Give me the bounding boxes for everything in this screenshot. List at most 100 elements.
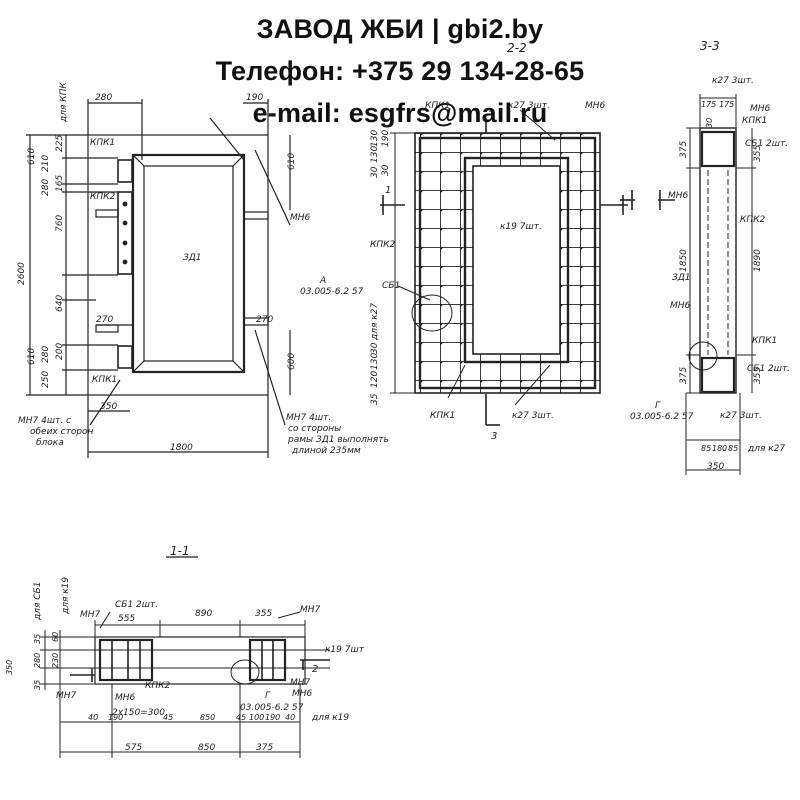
dim-v35b: 35 <box>33 680 42 690</box>
anchor-mn7-left-bottom <box>95 324 119 333</box>
dim-v35: 35 <box>370 393 380 405</box>
node-a-circle <box>411 294 453 332</box>
label-mn6-b: МН6 <box>115 693 136 703</box>
label-k27-top: к27 3шт. <box>508 101 550 111</box>
label-mn7-left: МН7 <box>80 610 101 620</box>
label-kpk2: КПК2 <box>90 192 116 202</box>
dim-v30b: 30 <box>381 164 391 176</box>
cage-inner-frame <box>463 156 570 364</box>
label-for-k27: для к27 <box>747 444 785 454</box>
dim-t890: 890 <box>195 609 212 619</box>
dim-w350: 350 <box>100 402 117 412</box>
dim-v375b: 375 <box>679 367 689 384</box>
label-sb1-top: СБ1 2шт. <box>745 139 788 149</box>
embed-plate-kpk1-top <box>117 159 133 183</box>
label-kpk1-bottom: КПК1 <box>430 411 455 421</box>
dim-c375: 375 <box>256 743 273 753</box>
label-kpk1-bottom: КПК1 <box>92 375 117 385</box>
label-node-g: Г <box>265 691 271 701</box>
dim-b350: 350 <box>707 462 724 472</box>
note-right-4: длиной 235мм <box>291 446 361 456</box>
cage-outer-frame <box>418 136 597 390</box>
anchor-mn6-right-top <box>243 211 269 220</box>
label-kpk1-bottom: КПК1 <box>752 336 777 346</box>
label-sb1: СБ1 <box>382 281 400 291</box>
dim-h280a: 280 <box>41 179 51 196</box>
embed-plate-kpk1-bottom <box>117 345 133 369</box>
dim-t30: 30 <box>705 118 714 128</box>
title-3-3: 3-3 <box>700 39 720 53</box>
label-mn7-b2: МН7 <box>290 678 311 688</box>
dim-w270a: 270 <box>96 315 113 325</box>
dim-h210a: 210 <box>41 155 51 172</box>
label-sb1-count: СБ1 2шт. <box>115 600 158 610</box>
label-kpk1-top: КПК1 <box>742 116 767 126</box>
header-email: e-mail: esgfrs@mail.ru <box>252 98 548 128</box>
dim-h280b: 280 <box>41 346 51 363</box>
title-1-1: 1-1 <box>170 544 190 558</box>
label-mn6: МН6 <box>290 213 311 223</box>
cut-3-bottom: 3 <box>491 431 497 442</box>
node-g-circle <box>230 659 260 685</box>
cage-outline <box>414 132 601 394</box>
dim-v35a: 35 <box>33 634 42 644</box>
dim-b190b: 190 <box>265 713 280 722</box>
label-node-g-ref: 03.005-6.2 57 <box>240 703 304 713</box>
dim-v355a: 355 <box>753 145 763 162</box>
label-for-kpk: для КПК <box>59 82 69 123</box>
section-1-1-text: 1-1 для СБ1 для к19 35 60 350 280 230 35… <box>5 544 365 753</box>
label-mn6-b2: МН6 <box>292 689 313 699</box>
dim-t175a: 175 <box>701 100 716 109</box>
dim-c575: 575 <box>125 743 142 753</box>
label-for-k19: для к19 <box>311 713 349 723</box>
label-sb1-bottom: СБ1 2шт. <box>747 364 790 374</box>
dim-b40b: 40 <box>285 713 295 722</box>
label-k27-top: к27 3шт. <box>712 76 754 86</box>
dim-h250: 250 <box>41 371 51 388</box>
label-k27-bottom: к27 3шт. <box>512 411 554 421</box>
label-k27-bottom: к27 3шт. <box>720 411 762 421</box>
section-2-2-text: 2-2 3 1 КПК1 к27 3шт. МН6 к19 7шт. КПК2 … <box>300 41 606 442</box>
dim-h165: 165 <box>55 175 65 192</box>
side-top-cage <box>700 130 736 168</box>
label-mn7-b1: МН7 <box>56 691 77 701</box>
label-k19: к19 7шт <box>325 645 365 655</box>
label-mn6-low: МН6 <box>670 301 691 311</box>
frame-zd1-outer <box>131 153 246 374</box>
label-kpk2-b: КПК2 <box>145 681 171 691</box>
anchor-mn6-right-bottom <box>243 317 269 326</box>
dim-v190: 190 <box>381 130 391 147</box>
dim-v130a: 130 <box>370 146 380 163</box>
block-outline <box>87 134 269 396</box>
label-step: 2х150=300 <box>112 708 165 718</box>
front-view <box>26 99 291 458</box>
dim-h610b: 610 <box>27 348 37 365</box>
dim-v375a: 375 <box>679 141 689 158</box>
dim-h610: 610 <box>27 148 37 165</box>
section-3-3 <box>620 94 756 475</box>
header-title: ЗАВОД ЖБИ | gbi2.by <box>256 14 544 44</box>
dim-h760: 760 <box>55 215 65 232</box>
label-zd1: ЗД1 <box>672 273 691 283</box>
note-left-1: МН7 4шт. с <box>18 416 71 426</box>
dim-b180: 180 <box>712 444 727 453</box>
dim-t555: 555 <box>118 614 135 624</box>
dim-v1890: 1890 <box>753 249 763 272</box>
dim-v30a: 30 <box>370 166 380 178</box>
side-bottom-cage <box>700 356 736 394</box>
dim-v280: 280 <box>33 653 42 668</box>
dim-c850: 850 <box>198 743 215 753</box>
note-right-3: рамы ЗД1 выполнять <box>287 435 389 445</box>
dim-h610c: 610 <box>287 153 297 170</box>
label-kpk2: КПК2 <box>370 240 396 250</box>
label-mn6-top: МН6 <box>750 104 771 114</box>
dim-w1800: 1800 <box>170 443 193 453</box>
dim-v230: 230 <box>51 653 60 668</box>
dim-v350: 350 <box>5 660 14 675</box>
title-2-2: 2-2 <box>507 41 527 55</box>
section-3-3-text: 3-3 к27 3шт. 175 175 МН6 КПК1 30 СБ1 2шт… <box>630 39 790 472</box>
dim-b45b: 45 <box>236 713 246 722</box>
section-1-1 <box>40 556 330 758</box>
label-kpk2: КПК2 <box>740 215 766 225</box>
label-mn6: МН6 <box>585 101 606 111</box>
